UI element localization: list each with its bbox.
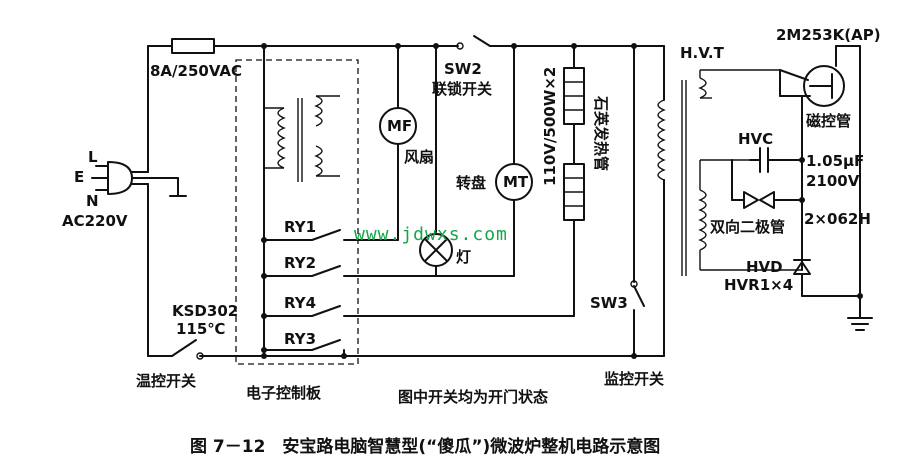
heater-spec-label: 110V/500W×2 bbox=[541, 67, 559, 186]
heater-name-label: 石英发热管 bbox=[592, 95, 610, 171]
board-transformer bbox=[263, 45, 340, 357]
hv-transformer bbox=[657, 69, 802, 276]
relay-ry2-label: RY2 bbox=[284, 254, 316, 272]
switch-state-note: 图中开关均为开门状态 bbox=[398, 388, 548, 406]
fuse-label: 8A/250VAC bbox=[150, 62, 242, 80]
relay-ry3-label: RY3 bbox=[284, 330, 316, 348]
hvt-label: H.V.T bbox=[680, 44, 725, 62]
hv-diode bbox=[793, 259, 861, 297]
relay-ry4-label: RY4 bbox=[284, 294, 316, 312]
turntable-label: 转盘 bbox=[456, 174, 486, 192]
bottom-rail bbox=[147, 179, 665, 357]
figure-caption: 图 7－12 安宝路电脑智慧型(“傻瓜”)微波炉整机电路示意图 bbox=[190, 436, 660, 457]
cap-value-label: 1.05μF bbox=[806, 152, 864, 170]
hv-capacitor bbox=[749, 95, 803, 271]
plug-E-label: E bbox=[74, 168, 84, 186]
ac-voltage-label: AC220V bbox=[62, 212, 128, 230]
quartz-heaters bbox=[563, 45, 585, 317]
interlock-label: 联锁开关 bbox=[432, 80, 492, 98]
fan-motor-symbol: MF bbox=[387, 117, 412, 135]
control-board-outline bbox=[235, 59, 359, 365]
monitor-switch-label: 监控开关 bbox=[604, 370, 664, 388]
fuse-symbol bbox=[171, 38, 215, 54]
relay-ry1-label: RY1 bbox=[284, 218, 316, 236]
turntable-motor bbox=[495, 45, 533, 277]
hvd-label: HVD bbox=[746, 258, 783, 276]
oven-lamp bbox=[419, 45, 453, 277]
junction-dots bbox=[261, 43, 863, 359]
magnetron bbox=[779, 45, 861, 319]
bidirectional-diode bbox=[731, 159, 803, 209]
sw3-label: SW3 bbox=[590, 294, 628, 312]
magnetron-model-label: 2M253K(AP) bbox=[776, 26, 881, 44]
magnetron-label: 磁控管 bbox=[806, 112, 851, 130]
monitor-switch bbox=[633, 45, 645, 357]
temp-switch-label: 温控开关 bbox=[136, 372, 196, 390]
cap-voltage-label: 2100V bbox=[806, 172, 860, 190]
control-board-label: 电子控制板 bbox=[246, 384, 322, 402]
ground-symbol bbox=[847, 317, 873, 331]
fan-motor bbox=[379, 45, 417, 241]
plug-N-label: N bbox=[86, 192, 99, 210]
sw2-label: SW2 bbox=[444, 60, 482, 78]
ac-plug bbox=[91, 161, 187, 197]
lamp-label: 灯 bbox=[456, 248, 471, 266]
ksd-model-label: KSD302 bbox=[172, 302, 238, 320]
hvd-spec-label: HVR1×4 bbox=[724, 276, 793, 294]
fan-label: 风扇 bbox=[404, 148, 434, 166]
ksd-temp-label: 115℃ bbox=[176, 320, 225, 338]
bidiode-label: 双向二极管 bbox=[710, 218, 785, 236]
plug-L-label: L bbox=[88, 148, 98, 166]
bidiode-spec-label: 2×062H bbox=[804, 210, 871, 228]
hvc-label: HVC bbox=[738, 130, 773, 148]
relay-contacts bbox=[263, 229, 575, 357]
watermark: www.jdwxs.com bbox=[354, 224, 508, 245]
turntable-motor-symbol: MT bbox=[503, 173, 529, 191]
